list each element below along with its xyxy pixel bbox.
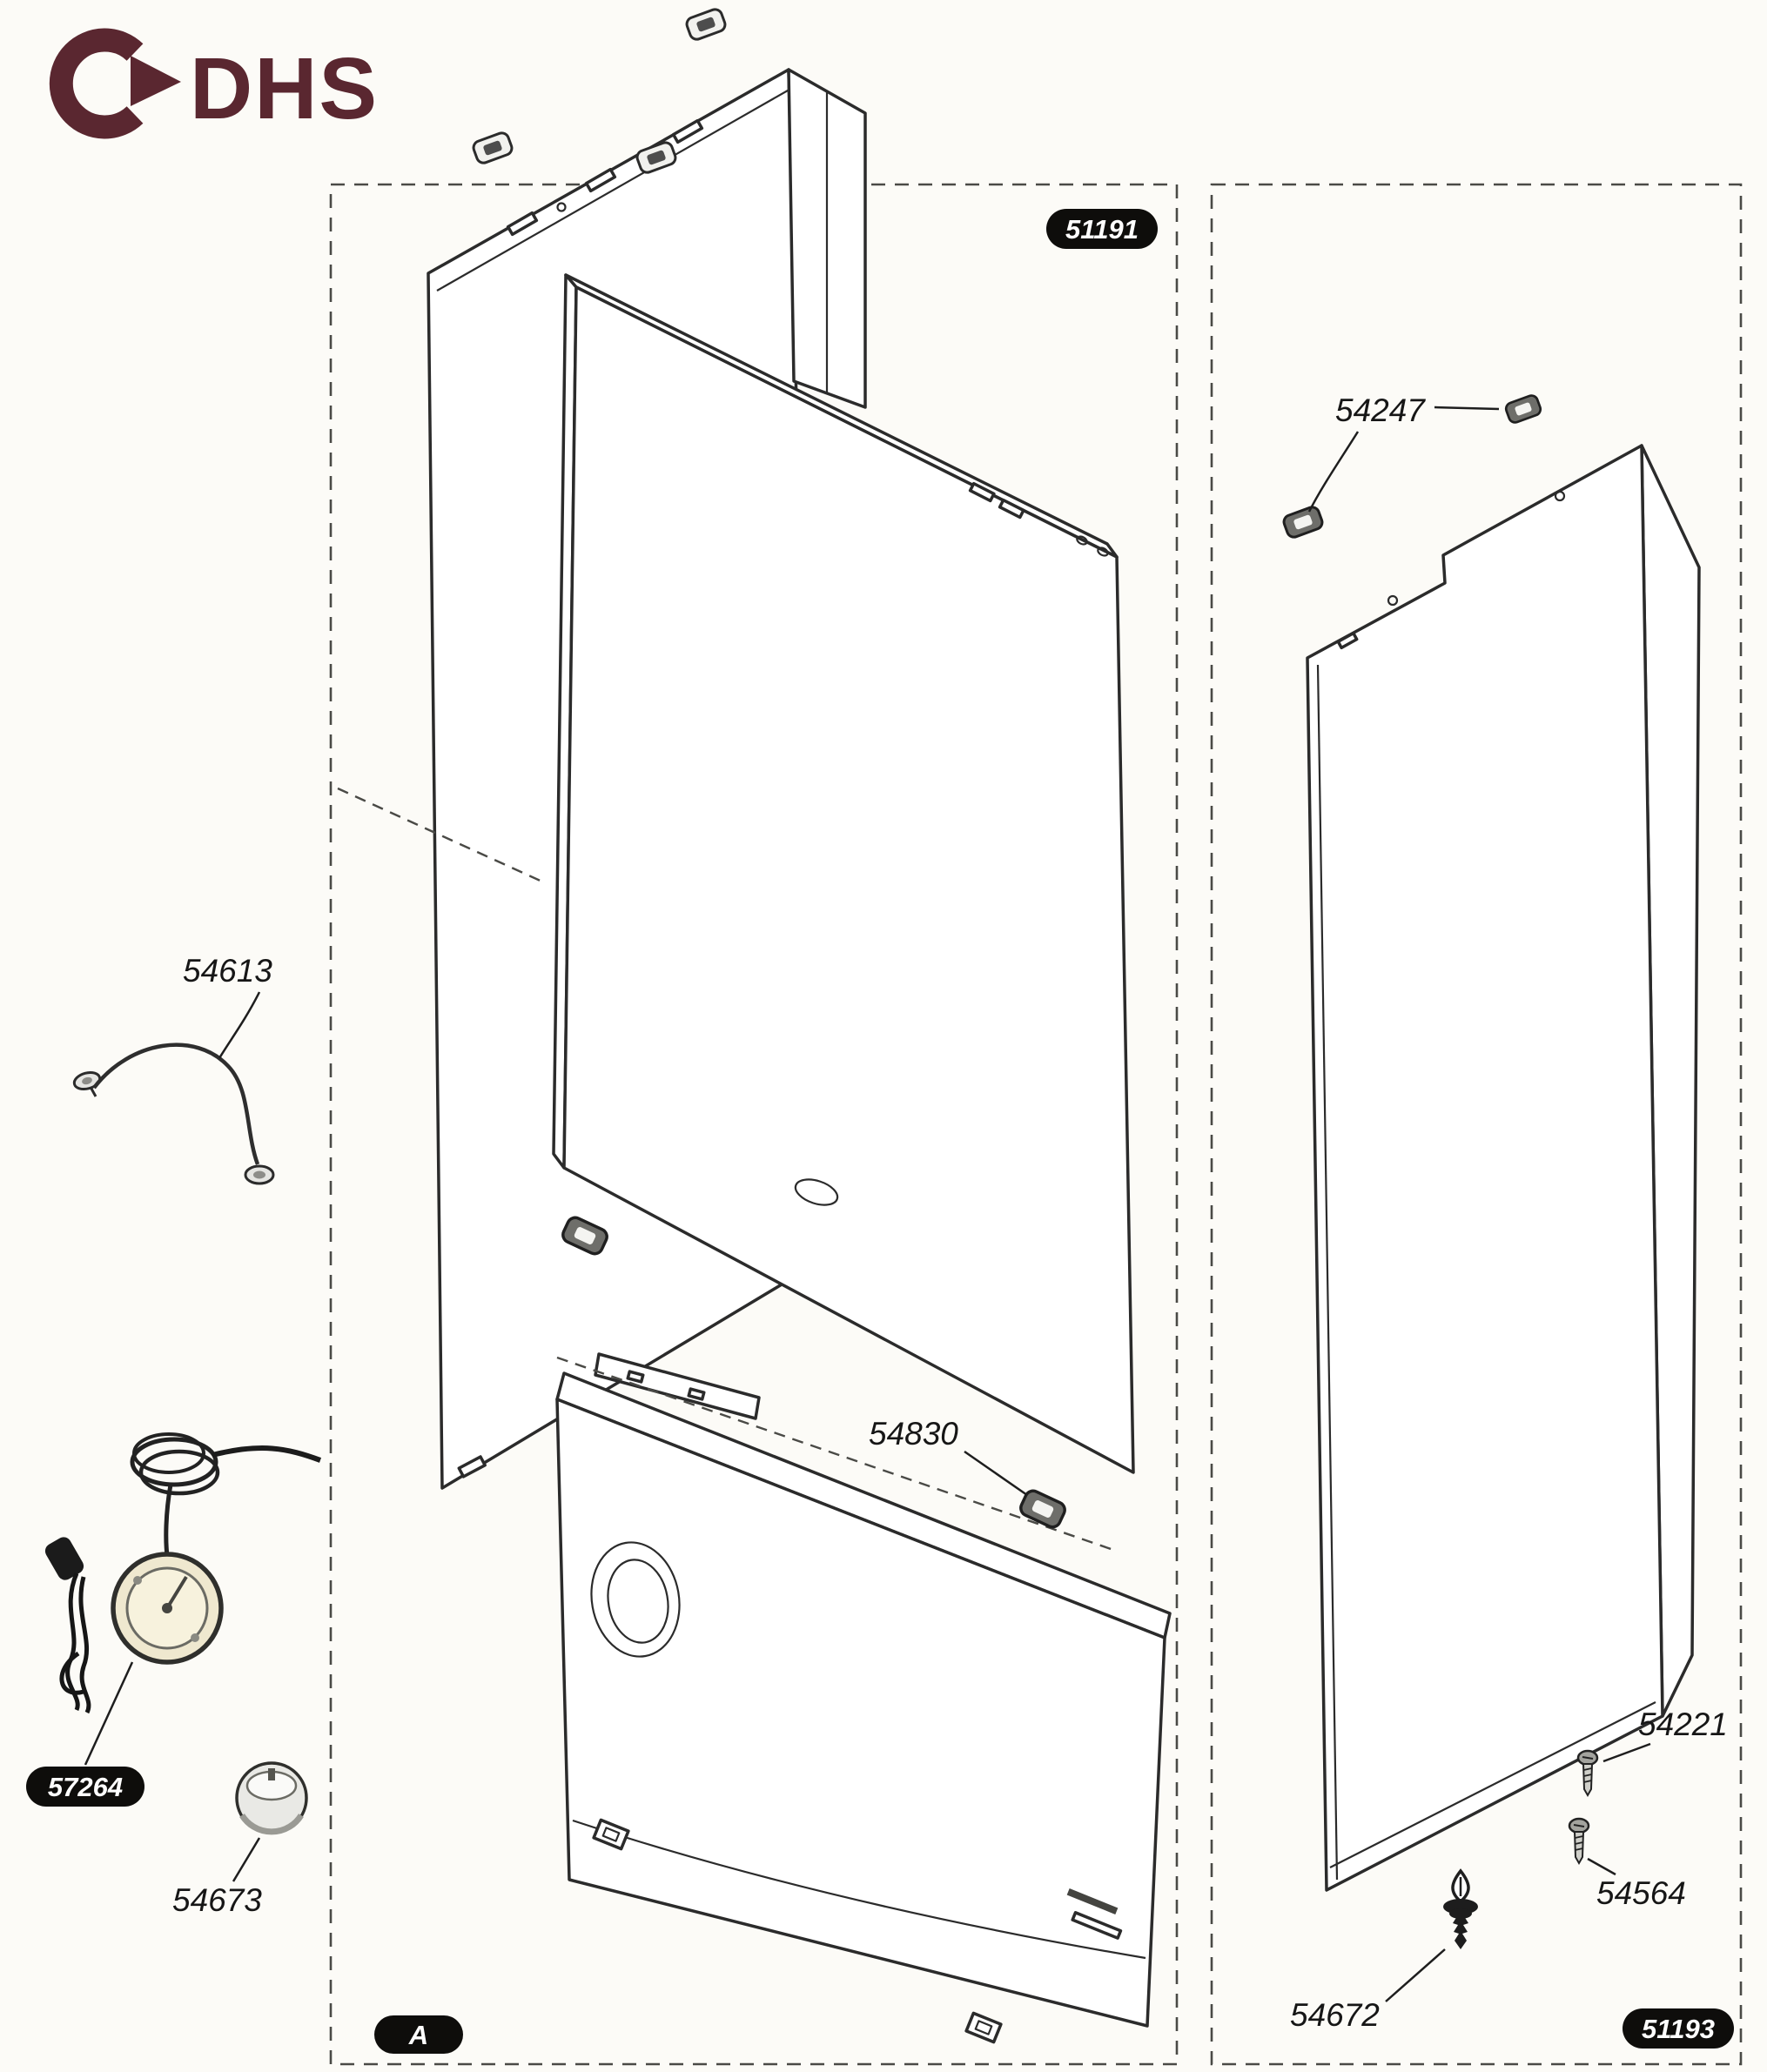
part-label-push-fastener: 54672	[1290, 1997, 1380, 2033]
inner-door-panel	[552, 273, 1135, 1474]
section-badge-a-text: A	[408, 2020, 428, 2050]
right-assembly-boundary	[1210, 183, 1743, 2066]
thermostat-part: 57264	[26, 1432, 322, 1807]
part-badge-57264-text: 57264	[48, 1772, 123, 1802]
logo-arrow-icon	[131, 56, 181, 106]
part-label-knob: 54673	[172, 1882, 262, 1918]
leader-line-54672	[1385, 1948, 1446, 2002]
part-label-wire-harness: 54613	[183, 953, 272, 989]
section-badge-a: A	[374, 2015, 463, 2054]
screw-icon-upper	[1576, 1749, 1599, 1797]
leader-line-54221	[1602, 1742, 1651, 1763]
part-badge-57264: 57264	[26, 1767, 144, 1807]
side-panel	[1306, 444, 1701, 1892]
thermostat-plug	[44, 1537, 84, 1580]
part-label-screw-lower: 54564	[1596, 1875, 1686, 1911]
logo-swoosh-icon	[49, 28, 144, 139]
leader-line-54564	[1587, 1857, 1616, 1876]
right-assembly: 54247 54221 54564 54672 51193	[1210, 183, 1743, 2066]
push-fastener-icon	[1443, 1868, 1478, 1949]
logo-text: DHS	[190, 40, 379, 137]
leader-line-54830	[964, 1450, 1028, 1497]
left-assembly: 54830 51191 A	[329, 6, 1179, 2066]
leader-line-54247	[1434, 406, 1500, 411]
assembly-badge-51191-text: 51191	[1065, 214, 1139, 245]
alignment-line	[556, 1356, 1117, 1552]
wire-clip-icon	[72, 1070, 102, 1097]
brand-logo: DHS	[49, 28, 379, 139]
top-clip-icon	[1280, 504, 1326, 540]
mounting-bracket	[594, 1352, 761, 1420]
mounting-clip-icon	[470, 130, 515, 166]
wire-harness-part: 54613	[72, 953, 275, 1185]
wire-path	[92, 1043, 260, 1165]
assembly-badge-51191: 51191	[1046, 209, 1158, 249]
part-label-panel-clip: 54830	[869, 1416, 958, 1452]
door-recess-outer	[590, 1541, 681, 1658]
part-label-top-clip: 54247	[1335, 392, 1426, 428]
screw-icon-lower	[1568, 1817, 1590, 1865]
assembly-badge-51193-text: 51193	[1642, 2014, 1715, 2044]
handle-recess-hole	[794, 1178, 839, 1206]
knob-part: 54673	[172, 1761, 308, 1918]
capillary-tube	[212, 1445, 322, 1463]
top-clip-icon	[1502, 392, 1544, 426]
door-slot	[1066, 1888, 1119, 1914]
leader-line-54673	[232, 1837, 261, 1882]
assembly-badge-51193: 51193	[1623, 2008, 1734, 2049]
mounting-clip-icon	[683, 6, 729, 43]
door-foot-tab	[592, 1818, 630, 1851]
wire-clip-icon	[244, 1164, 275, 1185]
leader-line-54613	[218, 991, 261, 1059]
door-recess-inner	[607, 1559, 669, 1644]
door-foot-tab	[964, 2011, 1003, 2044]
part-label-screw-upper: 54221	[1638, 1707, 1728, 1742]
leader-line-57264	[84, 1661, 134, 1766]
leader-line-54247	[1307, 431, 1360, 513]
lower-door-panel	[555, 1371, 1172, 2044]
